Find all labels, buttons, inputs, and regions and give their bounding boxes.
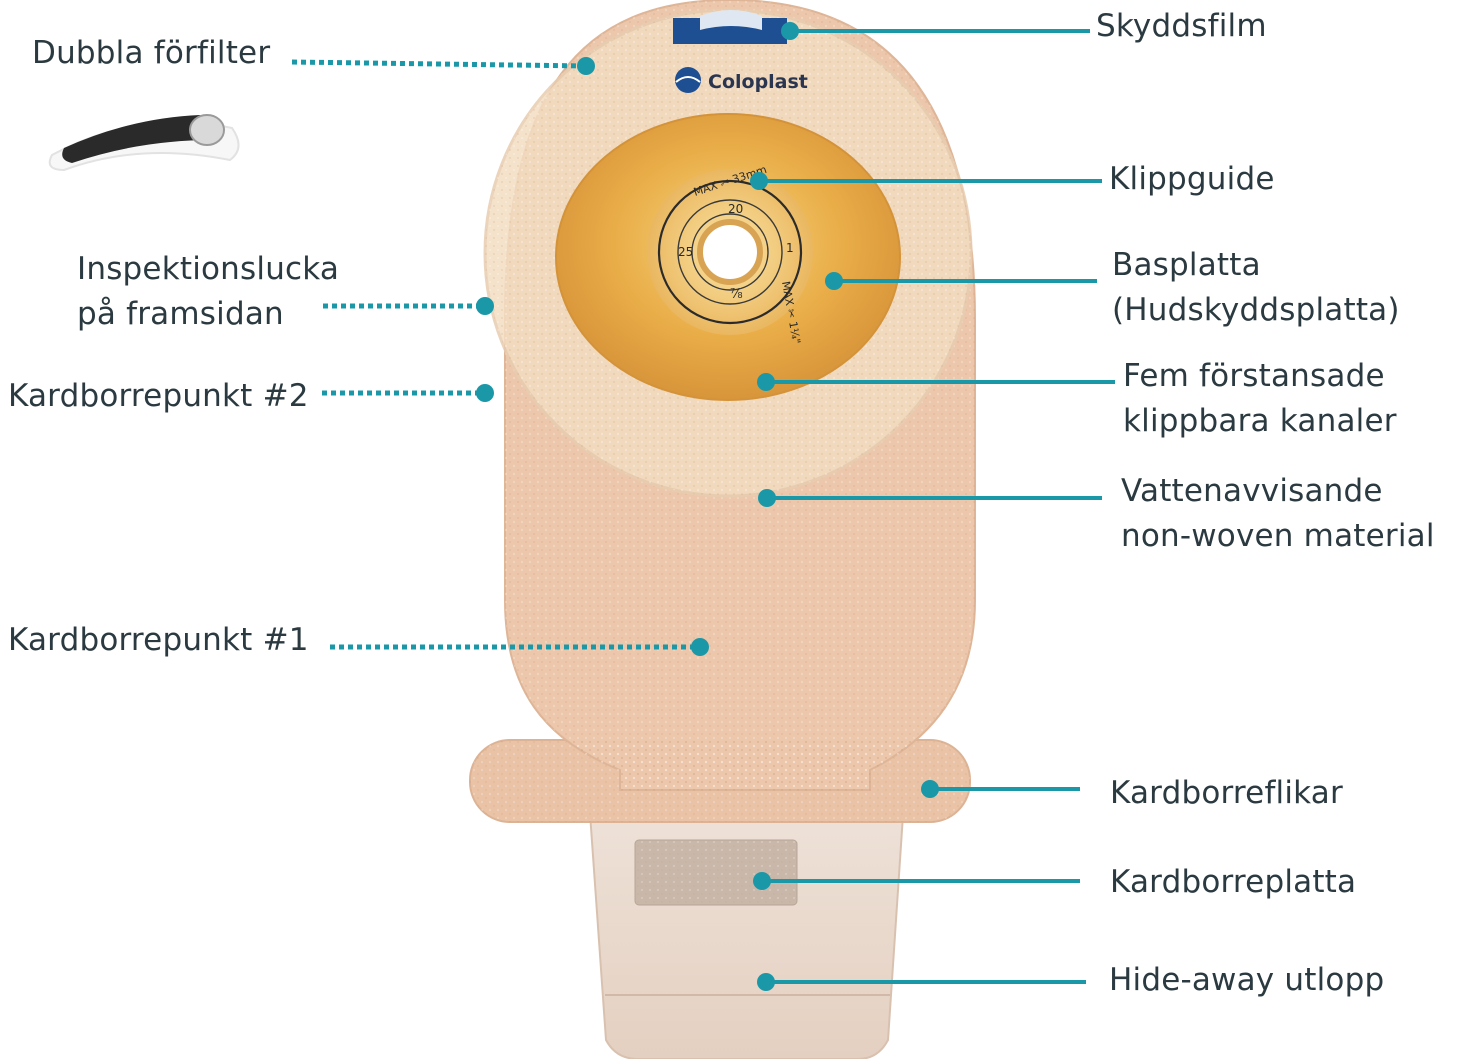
pointer-dot-inspektion bbox=[476, 297, 494, 315]
pointer-dot-platta bbox=[753, 872, 771, 890]
pointer-dot-punkt2 bbox=[476, 384, 494, 402]
filter-thumbnail-icon bbox=[50, 115, 239, 170]
flange-mark-25: 25 bbox=[678, 245, 693, 259]
callout-flikar: Kardborreflikar bbox=[1110, 771, 1343, 816]
callout-skyddsfilm: Skyddsfilm bbox=[1096, 4, 1267, 49]
pointer-dot-punkt1 bbox=[691, 638, 709, 656]
callout-platta: Kardborreplatta bbox=[1110, 860, 1356, 905]
pointer-dot-utlopp bbox=[757, 973, 775, 991]
callout-punkt1: Kardborrepunkt #1 bbox=[8, 618, 309, 663]
pointer-dot-flikar bbox=[921, 780, 939, 798]
outlet-body bbox=[588, 785, 905, 1059]
callout-inspektion: Inspektionsluckapå framsidan bbox=[77, 247, 339, 337]
stoma-hole bbox=[700, 222, 760, 282]
pointer-dot-nonwoven bbox=[758, 489, 776, 507]
pointer-dot-skyddsfilm bbox=[781, 22, 799, 40]
callout-basplatta: Basplatta(Hudskyddsplatta) bbox=[1112, 243, 1400, 333]
callout-klippguide: Klippguide bbox=[1109, 157, 1275, 202]
pointer-line-forfilter bbox=[292, 62, 586, 66]
callout-kanaler: Fem förstansadeklippbara kanaler bbox=[1123, 354, 1397, 444]
callout-forfilter: Dubbla förfilter bbox=[32, 31, 270, 76]
pointer-dot-basplatta bbox=[825, 272, 843, 290]
pointer-dot-forfilter bbox=[577, 57, 595, 75]
callout-nonwoven: Vattenavvisandenon-woven material bbox=[1121, 469, 1435, 559]
callout-punkt2: Kardborrepunkt #2 bbox=[8, 374, 309, 419]
flange-mark-20: 20 bbox=[728, 202, 743, 216]
pointer-dot-kanaler bbox=[757, 373, 775, 391]
pointer-dot-klippguide bbox=[750, 172, 768, 190]
brand-logo-text: Coloplast bbox=[708, 71, 808, 93]
callout-utlopp: Hide-away utlopp bbox=[1109, 958, 1384, 1003]
flange-mark-1: 1 bbox=[786, 241, 794, 255]
flange-mark-78: ⅞ bbox=[730, 287, 743, 302]
